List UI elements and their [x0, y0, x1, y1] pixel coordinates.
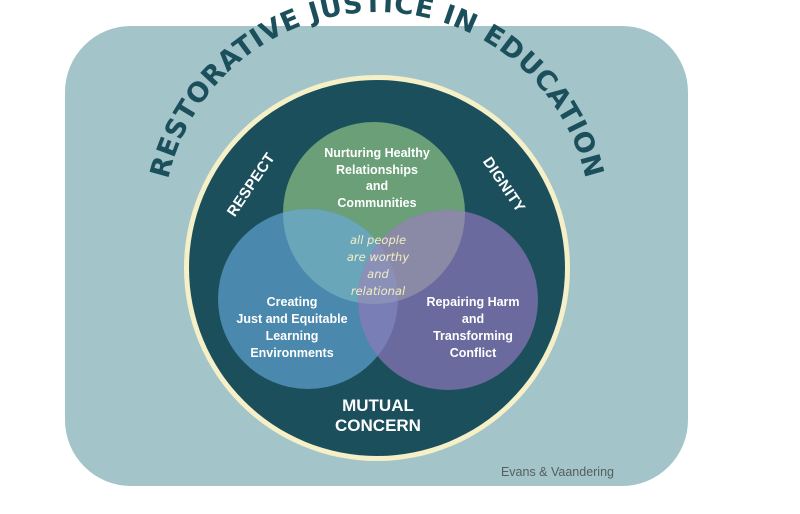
area-text-line: Relationships [336, 163, 418, 177]
area-text-line: and [366, 179, 388, 193]
area-text-line: Nurturing Healthy [324, 146, 430, 160]
credit-label: Evans & Vaandering [501, 465, 614, 479]
area-text-line: Just and Equitable [236, 312, 347, 326]
area-text-line: Learning [266, 329, 319, 343]
value-concern: CONCERN [335, 416, 421, 435]
area-text-line: and [462, 312, 484, 326]
center-statement: all people are worthy and relational [347, 233, 409, 298]
center-text-line: all people [350, 233, 406, 247]
center-text-line: relational [351, 284, 406, 298]
area-text-line: Repairing Harm [426, 295, 519, 309]
value-mutual: MUTUAL [342, 396, 414, 415]
center-text-line: are worthy [347, 250, 409, 264]
area-text-line: Conflict [450, 346, 497, 360]
area-creating-environments: Creating Just and Equitable Learning Env… [236, 295, 347, 360]
area-text-line: Creating [267, 295, 318, 309]
area-text-line: Environments [250, 346, 333, 360]
venn-diagram [218, 122, 538, 390]
area-text-line: Transforming [433, 329, 513, 343]
area-nurturing-relationships: Nurturing Healthy Relationships and Comm… [324, 146, 430, 210]
center-text-line: and [367, 267, 389, 281]
area-repairing-harm: Repairing Harm and Transforming Conflict [426, 295, 519, 360]
area-text-line: Communities [337, 196, 416, 210]
